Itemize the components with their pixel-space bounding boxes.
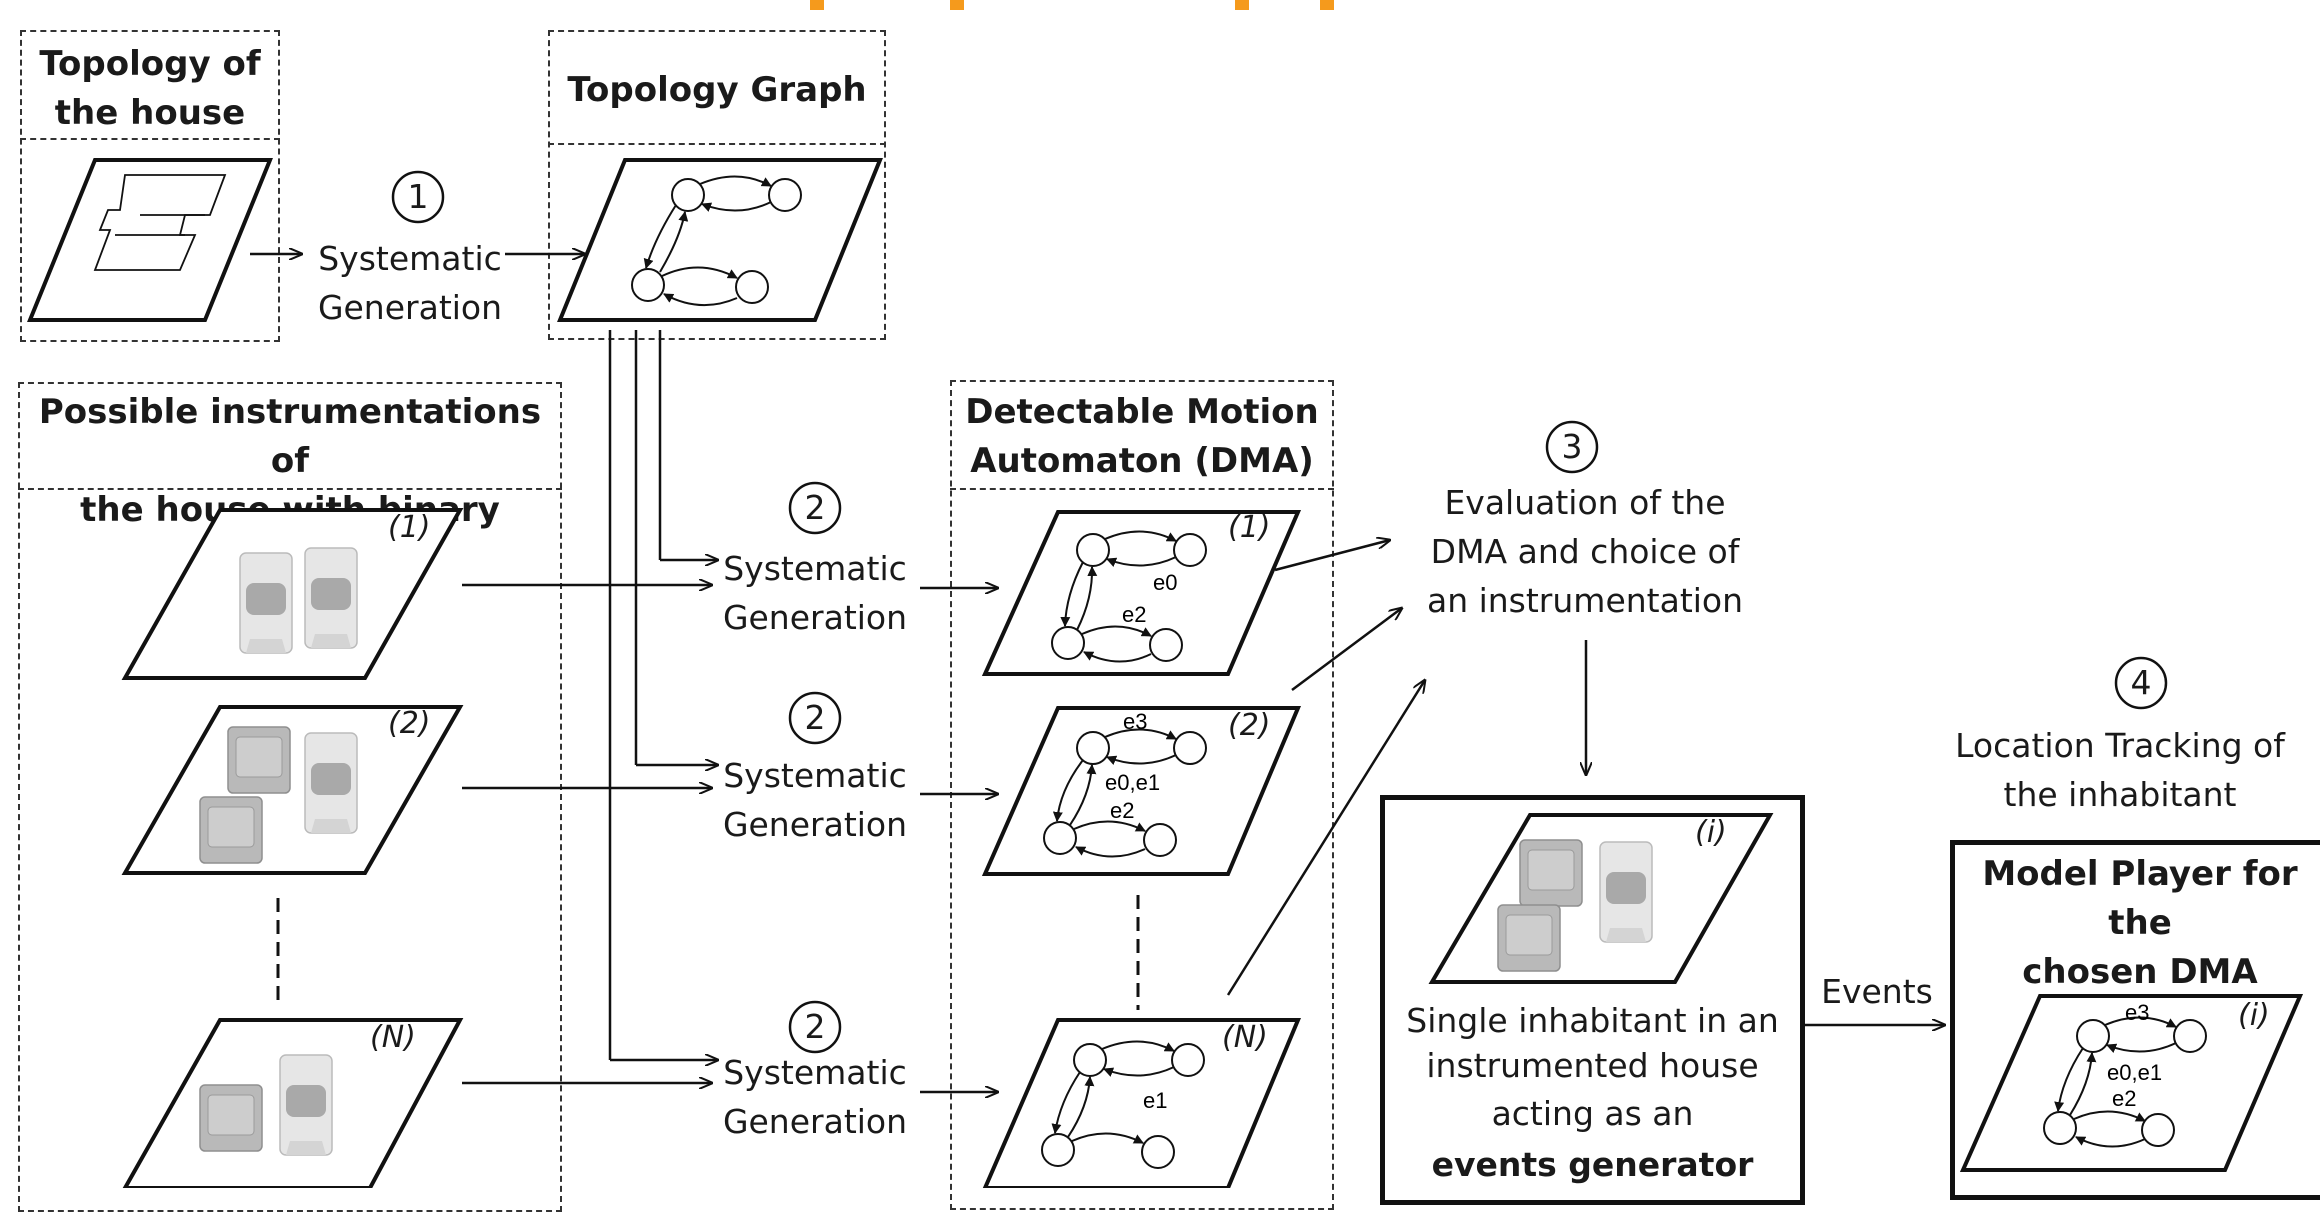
step-4-number: 4	[2130, 663, 2152, 702]
edge-label-e2: e2	[2112, 1086, 2136, 1111]
step-1-label: Systematic Generation	[317, 239, 503, 327]
dma-instance-label-1: (1)	[1228, 510, 1271, 545]
chosen-instrumentation	[1428, 813, 1774, 984]
step-1-number: 1	[407, 177, 429, 216]
dma-instance-label-n: (N)	[1222, 1020, 1268, 1055]
topology-graph-title: Topology Graph	[567, 70, 867, 110]
accent-mark	[1235, 0, 1249, 10]
step-2-number: 2	[804, 488, 826, 527]
step-2-circle	[788, 1000, 842, 1054]
instrumentations-divider	[18, 382, 562, 490]
dma-n	[982, 1018, 1301, 1188]
generator-text-line-2: instrumented house	[1426, 1046, 1759, 1085]
house-floorplan-icon	[27, 158, 273, 322]
topology-graph-icon	[557, 158, 883, 322]
edge-label-e3: e3	[2125, 1000, 2149, 1025]
instrumentation-1	[121, 508, 464, 680]
events-label: Events	[1821, 972, 1933, 1011]
arrow	[1226, 680, 1425, 996]
step-4-label: Location Tracking of the inhabitant	[1955, 726, 2285, 814]
step-2-number: 2	[804, 1007, 826, 1046]
arrow	[1291, 608, 1402, 692]
house-topology-title: Topology of the house	[39, 44, 261, 133]
edge-label-e2: e2	[1110, 798, 1134, 823]
edge-label-e0-e1: e0,e1	[2107, 1060, 2162, 1085]
house-topology-box	[20, 30, 280, 342]
accent-mark	[1320, 0, 1334, 10]
step-4-circle	[2114, 656, 2168, 710]
player-dma	[1959, 994, 2304, 1172]
step-3-label: Evaluation of the DMA and choice of an i…	[1426, 483, 1744, 620]
edge-label-e3: e3	[1123, 709, 1147, 734]
instance-label-2: (2)	[388, 706, 431, 741]
dma-1	[981, 510, 1302, 676]
accent-mark	[950, 0, 964, 10]
step-3-number: 3	[1561, 427, 1583, 466]
house-topology-divider	[20, 30, 280, 140]
model-player-title: Model Player for the chosen DMA	[1982, 854, 2298, 992]
generator-text-line-1: Single inhabitant in an	[1406, 1001, 1779, 1040]
step-2-circle	[788, 481, 842, 535]
step-1-circle	[391, 170, 445, 224]
topology-graph-box	[548, 30, 886, 340]
dma-title: Detectable Motion Automaton (DMA)	[965, 392, 1319, 481]
step-2-label: Systematic Generation	[722, 756, 908, 844]
edge-label-e0: e0	[1153, 570, 1177, 595]
dma-2	[981, 706, 1302, 876]
chosen-instance-label: (i)	[1695, 815, 1727, 850]
topology-graph-divider	[548, 30, 886, 145]
step-2-circle	[788, 691, 842, 745]
instance-label-1: (1)	[388, 510, 431, 545]
instance-label-n: (N)	[370, 1020, 416, 1055]
step-2-label: Systematic Generation	[722, 1053, 908, 1141]
edge-label-e0-e1: e0,e1	[1105, 770, 1160, 795]
accent-mark	[810, 0, 824, 10]
edge-label-e2: e2	[1122, 602, 1146, 627]
player-instance-label: (i)	[2238, 998, 2270, 1033]
generator-text-bold: events generator	[1431, 1145, 1754, 1184]
bus-lines	[608, 330, 718, 1060]
arrow	[1274, 540, 1390, 572]
edge-label-e1: e1	[1143, 1088, 1167, 1113]
instrumentation-n	[122, 1018, 464, 1188]
dma-divider	[950, 380, 1334, 490]
instrumentation-2	[121, 705, 464, 875]
step-3-circle	[1545, 420, 1599, 474]
step-2-number: 2	[804, 698, 826, 737]
generator-text-line-3: acting as an	[1491, 1094, 1694, 1133]
step-2-label: Systematic Generation	[722, 549, 908, 637]
dma-instance-label-2: (2)	[1228, 708, 1271, 743]
